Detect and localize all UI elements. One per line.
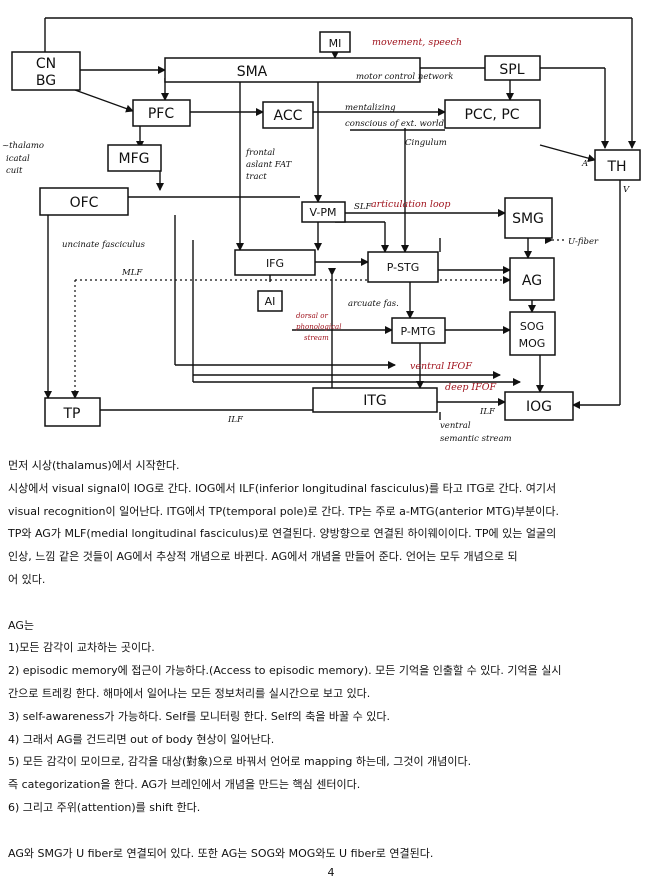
label-pcc: PCC, PC <box>464 107 519 123</box>
label-pstg: P-STG <box>387 261 420 274</box>
node-smg <box>504 197 553 239</box>
node-pstg <box>367 251 439 283</box>
label-ai: AI <box>265 295 276 308</box>
anno-movement-speech: movement, speech <box>372 37 462 48</box>
brain-network-diagram: CN BG MI SMA SPL PFC ACC PCC, PC MFG TH … <box>2 17 641 444</box>
anno-thalamo-2: icatal <box>6 154 30 164</box>
body-text: 먼저 시상(thalamus)에서 시작한다. 시상에서 visual sign… <box>8 455 656 865</box>
anno-mlf: MLF <box>121 268 143 278</box>
paragraph-line: 즉 categorization을 한다. AG가 브레인에서 개념을 만드는 … <box>8 778 361 792</box>
paragraph-line: 3) self-awareness가 가능하다. Self를 모니터링 한다. … <box>8 709 391 723</box>
node-iog <box>504 391 574 421</box>
anno-mentalizing: mentalizing <box>345 103 396 113</box>
node-mfg <box>107 144 162 172</box>
label-pfc: PFC <box>148 106 174 122</box>
anno-motor-control: motor control network <box>356 72 453 82</box>
label-itg: ITG <box>363 393 387 409</box>
paragraph-line: 인상, 느낌 같은 것들이 AG에서 추상적 개념으로 바뀐다. AG에서 개념… <box>8 550 518 564</box>
label-sog: SOG <box>520 320 544 333</box>
node-vpm <box>301 201 346 223</box>
label-ag: AG <box>522 273 542 289</box>
label-tp: TP <box>63 406 81 422</box>
label-iog: IOG <box>526 399 552 415</box>
anno-a: A <box>581 159 588 169</box>
paragraph-line: 6) 그리고 주위(attention)를 shift 한다. <box>8 800 201 814</box>
paragraph-spacer <box>8 592 656 615</box>
anno-slf: SLF <box>354 202 372 212</box>
node-sma <box>164 57 421 83</box>
label-spl: SPL <box>499 62 524 78</box>
label-mi: MI <box>329 37 342 50</box>
anno-fat-3: tract <box>246 172 267 182</box>
paragraph-line: 시상에서 visual signal이 IOG로 간다. IOG에서 ILF(i… <box>8 481 557 495</box>
node-pmtg <box>391 317 446 344</box>
anno-ventral-sem-1: ventral <box>440 421 471 431</box>
label-ifg: IFG <box>266 257 284 270</box>
paragraph-line: 어 있다. <box>8 572 46 586</box>
anno-arcuate: arcuate fas. <box>348 299 399 309</box>
anno-thalamo-1: ~thalamo <box>2 141 44 151</box>
node-pfc <box>132 99 191 127</box>
label-mog: MOG <box>519 337 546 350</box>
label-vpm: V-PM <box>310 206 337 219</box>
paragraph-line: 5) 모든 감각이 모이므로, 감각을 대상(對象)으로 바꿔서 언어로 map… <box>8 755 472 769</box>
label-cn: CN <box>36 56 56 72</box>
node-tp <box>44 397 101 427</box>
anno-conscious: conscious of ext. world <box>345 119 445 129</box>
node-ai <box>257 290 283 312</box>
paragraph-line: AG는 <box>8 618 34 632</box>
label-acc: ACC <box>274 108 303 124</box>
anno-ventral-ifof: ventral IFOF <box>410 361 472 372</box>
label-mfg: MFG <box>119 151 150 167</box>
anno-v: V <box>623 185 630 195</box>
node-acc <box>262 101 314 129</box>
paragraph-line: visual recognition이 일어난다. ITG에서 TP(tempo… <box>8 504 559 518</box>
node-pcc <box>444 99 541 129</box>
anno-ilf-left: ILF <box>227 415 244 425</box>
node-mi <box>319 31 351 53</box>
anno-dorsal-1: dorsal or <box>296 312 328 320</box>
paragraph-line: 간으로 트레킹 한다. 해마에서 일어나는 모든 정보처리를 실시간으로 보고 … <box>8 686 371 700</box>
anno-dorsal-2: phonological <box>296 323 341 331</box>
label-smg: SMG <box>512 211 544 227</box>
label-bg: BG <box>36 73 56 89</box>
node-cnbg <box>11 51 81 91</box>
anno-deep-ifof: deep IFOF <box>445 382 497 393</box>
anno-ufiber: U-fiber <box>568 237 599 247</box>
node-th <box>594 149 641 181</box>
node-sogmog <box>509 311 556 356</box>
paragraph-line: TP와 AG가 MLF(medial longitudinal fascicul… <box>8 527 557 541</box>
anno-uncinate: uncinate fasciculus <box>62 240 146 250</box>
anno-ilf-right: ILF <box>479 407 496 417</box>
anno-fat-2: aslant FAT <box>246 160 293 170</box>
node-spl <box>484 55 541 81</box>
anno-dorsal-3: stream <box>304 334 329 342</box>
page-number: 4 <box>327 866 335 879</box>
node-ofc <box>39 187 129 216</box>
node-ag <box>509 257 555 301</box>
anno-articulation: articulation loop <box>371 199 450 210</box>
anno-ventral-sem-2: semantic stream <box>440 434 512 444</box>
anno-cingulum: Cingulum <box>405 138 447 148</box>
paragraph-line: AG와 SMG가 U fiber로 연결되어 있다. 또한 AG는 SOG와 M… <box>8 846 434 860</box>
label-ofc: OFC <box>70 195 99 211</box>
paragraph-line: 4) 그래서 AG를 건드리면 out of body 현상이 일어난다. <box>8 732 275 746</box>
paragraph-line: 2) episodic memory에 접근이 가능하다.(Access to … <box>8 664 562 678</box>
label-sma: SMA <box>237 64 268 80</box>
paragraph-line: 1)모든 감각이 교차하는 곳이다. <box>8 641 155 655</box>
paragraph-line: 먼저 시상(thalamus)에서 시작한다. <box>8 459 180 472</box>
anno-fat-1: frontal <box>245 148 275 158</box>
paragraph-spacer <box>8 820 656 843</box>
label-th: TH <box>606 159 626 175</box>
anno-thalamo-3: cuit <box>6 166 23 176</box>
node-ifg <box>234 249 316 276</box>
node-itg <box>312 387 438 413</box>
label-pmtg: P-MTG <box>400 325 435 338</box>
